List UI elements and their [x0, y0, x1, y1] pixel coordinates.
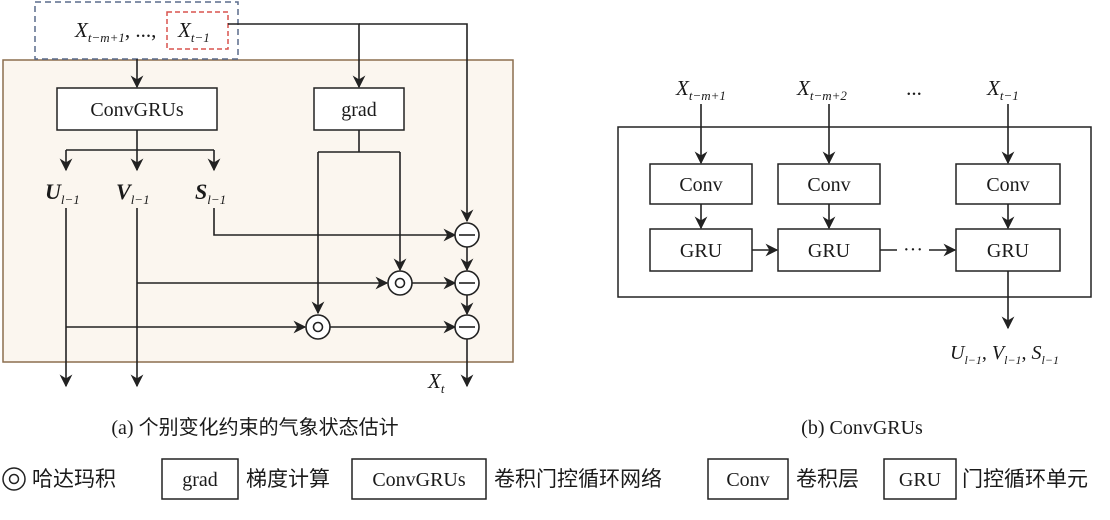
svg-text:GRU: GRU: [899, 469, 942, 491]
legend-grad-text: 梯度计算: [246, 467, 330, 491]
s-to-subtract-arrow: [213, 208, 457, 242]
input-ellipsis: ...: [906, 76, 922, 100]
input-sequence-label: Xt−m+1, ...,: [74, 18, 156, 45]
gru-chain-ellipsis: ···: [903, 239, 923, 261]
hadamard-product-icon: [387, 270, 413, 296]
gru-block: [649, 228, 753, 272]
grad-block-label: grad: [341, 99, 377, 121]
legend-conv-box: [707, 458, 789, 500]
panel-a: Xt−m+1, ..., Xt−1 ConvGRUs grad Ul−1 Vl−…: [2, 1, 514, 439]
svg-text:Conv: Conv: [986, 174, 1029, 196]
subtract-icon: [454, 222, 480, 248]
svg-text:grad: grad: [182, 469, 218, 491]
legend-gru-box: [883, 458, 957, 500]
panel-b: Xt−m+1 Xt−m+2 ... Xt−1 Conv Conv Conv GR…: [617, 76, 1092, 439]
v-output-label: Vl−1: [116, 179, 150, 207]
legend: 哈达玛积 grad 梯度计算 ConvGRUs 卷积门控循环网络 Conv 卷积…: [2, 458, 1088, 500]
svg-text:GRU: GRU: [987, 240, 1030, 262]
svg-text:Conv: Conv: [807, 174, 850, 196]
panel-b-caption: (b) ConvGRUs: [801, 417, 923, 439]
conv-block: [649, 163, 753, 205]
hadamard-legend-icon: [2, 467, 26, 491]
subtract-icon: [454, 314, 480, 340]
legend-convgrus-text: 卷积门控循环网络: [494, 467, 662, 491]
input-label-1: Xt−m+1: [675, 76, 726, 103]
svg-text:GRU: GRU: [808, 240, 851, 262]
hadamard-product-icon: [305, 314, 331, 340]
svg-text:GRU: GRU: [680, 240, 723, 262]
last-input-highlight: [166, 11, 229, 50]
subtract-icon: [454, 270, 480, 296]
xt-output-label: Xt: [427, 369, 445, 396]
svg-text:ConvGRUs: ConvGRUs: [372, 469, 466, 491]
convgrus-block-label: ConvGRUs: [90, 99, 184, 121]
svg-text:Conv: Conv: [679, 174, 722, 196]
grad-block: [313, 87, 405, 131]
input-label-3: Xt−1: [986, 76, 1019, 103]
legend-conv-text: 卷积层: [796, 467, 859, 491]
legend-convgrus-box: [351, 458, 487, 500]
legend-hadamard-text: 哈达玛积: [32, 467, 116, 491]
gru-block: [777, 228, 881, 272]
panel-a-caption: (a) 个别变化约束的气象状态估计: [111, 416, 398, 439]
convgrus-output-label: Ul−1, Vl−1, Sl−1: [950, 342, 1059, 367]
svg-text:Conv: Conv: [726, 469, 769, 491]
input-to-subtract-arrow: [359, 23, 474, 223]
u-output-label: Ul−1: [45, 179, 80, 207]
legend-grad-box: [161, 458, 239, 500]
legend-gru-text: 门控循环单元: [962, 467, 1088, 491]
conv-block: [955, 163, 1061, 205]
s-output-label: Sl−1: [195, 179, 226, 207]
last-input-label: Xt−1: [177, 18, 210, 45]
input-label-2: Xt−m+2: [796, 76, 847, 103]
conv-block: [777, 163, 881, 205]
